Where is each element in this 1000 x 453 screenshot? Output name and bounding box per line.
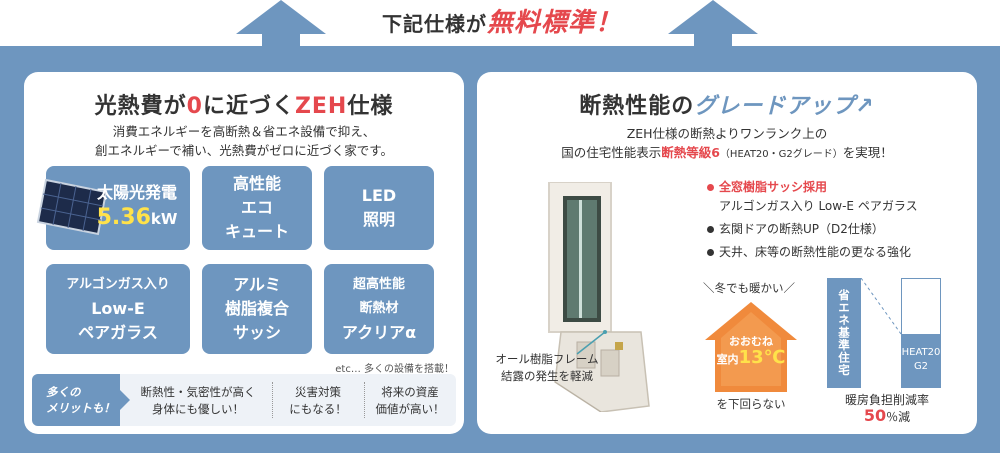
comparison-dashline-icon: [861, 278, 901, 335]
title-prefix: 下記仕様が: [381, 12, 487, 36]
solar-panel-icon: [36, 178, 108, 236]
solar-tile-text: 太陽光発電 5.36kW: [96, 183, 178, 230]
merit-divider: [364, 382, 365, 418]
composite-sash-tile: アルミ 樹脂複合 サッシ: [202, 264, 312, 354]
callout-line-icon: [576, 330, 607, 355]
led-tile: LED 照明: [324, 166, 434, 250]
merit-item-asset: 将来の資産 価値が高い！: [375, 385, 445, 416]
feature-list: 全窓樹脂サッシ採用 アルゴンガス入り Low-E ペアガラス 玄関ドアの断熱UP…: [705, 178, 918, 262]
zeh-panel: 光熱費が0に近づくZEH仕様 消費エネルギーを高断熱＆省エネ設備で抑え、 創エネ…: [24, 72, 464, 434]
feature-item: 玄関ドアの断熱UP（D2仕様）: [705, 220, 918, 239]
insulation-description: ZEH仕様の断熱よりワンランク上の 国の住宅性能表示断熱等級6（HEAT20・G…: [561, 126, 893, 160]
merit-item-disaster: 災害対策 にもなる！: [289, 385, 347, 416]
feature-item: 天井、床等の断熱性能の更なる強化: [705, 243, 918, 262]
insulation-tile: 超高性能 断熱材 アクリアα: [324, 264, 434, 354]
up-trend-icon: ↗: [855, 94, 875, 119]
merit-item-health: 断熱性・気密性が高く 身体にも優しい！: [140, 385, 256, 416]
g2-bar: HEAT20 G2: [901, 334, 941, 388]
lowe-glass-tile: アルゴンガス入り Low-E ペアガラス: [46, 264, 190, 354]
insulation-title: 断熱性能のグレードアップ↗: [579, 94, 875, 119]
ecocute-tile: 高性能 エコ キュート: [202, 166, 312, 250]
house-text: おおむね 室内13℃: [716, 335, 786, 368]
zeh-description: 消費エネルギーを高断熱＆省エネ設備で抑え、 創エネルギーで補い、光熱費がゼロに近…: [94, 124, 393, 158]
title-accent: 無料標準！: [486, 8, 622, 38]
merit-bar: 多くの メリットも！ 断熱性・気密性が高く 身体にも優しい！ 災害対策 にもなる…: [32, 374, 456, 426]
standard-house-bar: 省エネ基準住宅: [827, 278, 861, 388]
etc-note: etc… 多くの設備を搭載！: [335, 364, 454, 375]
up-arrow-right-icon: [668, 0, 758, 72]
up-arrow-left-icon: [236, 0, 326, 72]
window-frame-image: [548, 182, 650, 412]
feature-item: 全窓樹脂サッシ採用 アルゴンガス入り Low-E ペアガラス: [705, 178, 918, 216]
page-title: 下記仕様が無料標準！: [322, 2, 682, 44]
below-text: を下回らない: [716, 397, 786, 411]
zeh-title: 光熱費が0に近づくZEH仕様: [94, 94, 394, 119]
frame-label: オール樹脂フレーム 結露の発生を軽減: [495, 352, 599, 383]
winter-text: ＼冬でも暖かい／: [703, 281, 795, 295]
merit-divider: [272, 382, 273, 418]
reduction-text: 暖房負担削減率 50％減: [844, 393, 929, 425]
merit-badge: 多くの メリットも！: [32, 374, 130, 426]
house-icon: [705, 302, 797, 392]
insulation-panel: 断熱性能のグレードアップ↗ ZEH仕様の断熱よりワンランク上の 国の住宅性能表示…: [477, 72, 977, 434]
